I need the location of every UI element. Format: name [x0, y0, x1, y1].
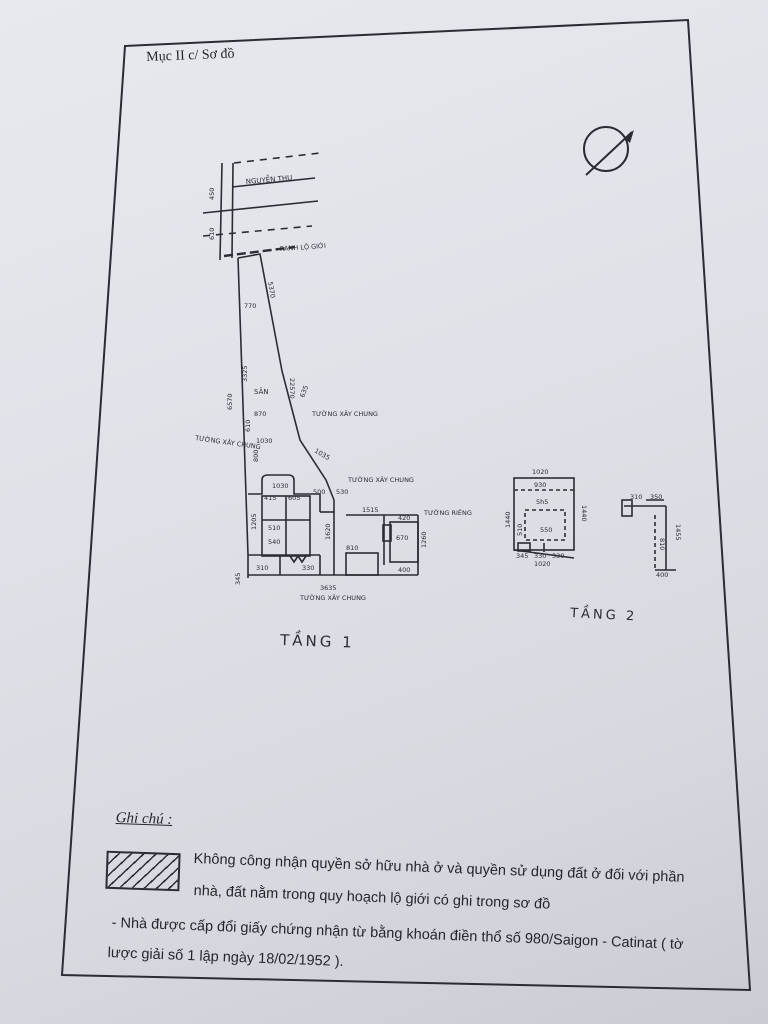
dimension-label: 1035	[313, 447, 331, 462]
dimension-label: 330	[534, 552, 546, 560]
notes-heading: Ghi chú :	[115, 810, 173, 828]
floor-2-plan	[513, 477, 575, 559]
dimension-label: 450	[208, 188, 216, 200]
dimension-label: 330	[552, 552, 564, 560]
floor-2-label: TẦNG 2	[569, 604, 638, 625]
hatched-legend-swatch	[105, 850, 181, 892]
dimension-label: 415	[264, 494, 276, 502]
section-heading: Mục II c/ Sơ đồ	[146, 46, 235, 65]
dimension-label: 1440	[580, 505, 588, 522]
dimension-label: 800	[252, 450, 260, 462]
dimension-label: 420	[398, 514, 410, 522]
dimension-label: 870	[254, 410, 266, 418]
dimension-label: 810	[346, 544, 358, 552]
yard-label: SÂN	[254, 387, 269, 396]
dimension-label: 1030	[272, 482, 289, 490]
dimension-label: 1515	[362, 506, 379, 514]
dimension-label: 1260	[420, 531, 428, 548]
dimension-label: 1020	[534, 560, 551, 568]
dimension-label: 310	[630, 493, 642, 501]
page-frame	[60, 18, 752, 992]
dimension-label: 5h5	[536, 498, 548, 506]
dimension-label: 610	[208, 228, 216, 240]
dimension-label: 345	[516, 552, 528, 560]
dimension-label: 1455	[674, 524, 682, 541]
dimension-label: 510	[516, 524, 524, 536]
dimension-label: 400	[398, 566, 410, 574]
dimension-label: 1020	[532, 468, 549, 476]
dimension-label: 550	[540, 526, 552, 534]
dimension-label: 530	[336, 488, 348, 496]
shared-wall-label-left: TƯỜNG XÂY CHUNG	[194, 433, 262, 451]
dimension-label: 350	[650, 493, 662, 501]
street-name-label: NGUYỄN THU	[245, 172, 292, 186]
dimension-label: 3325	[241, 365, 249, 382]
dimension-label: 500	[313, 488, 325, 496]
north-arrow-icon	[583, 126, 634, 176]
dimension-label: 670	[396, 534, 408, 542]
dimension-label: 345	[234, 573, 242, 585]
floor-2-side-plan	[621, 499, 676, 571]
dimension-label: 1030	[256, 437, 273, 445]
lot-boundary	[237, 253, 335, 501]
road-boundary-label: RANH LỘ GIỚI	[280, 241, 327, 253]
dimension-label: 6570	[226, 393, 234, 410]
dimension-label: 540	[268, 538, 280, 546]
private-wall-label: TƯỜNG RIÊNG	[423, 508, 472, 517]
dimension-label: 310	[256, 564, 268, 572]
shared-wall-label-mid: TƯỜNG XÂY CHUNG	[347, 475, 414, 484]
dimension-label: 810	[658, 538, 666, 550]
dimension-label: 610	[244, 420, 252, 432]
shared-wall-label-bottom: TƯỜNG XÂY CHUNG	[299, 593, 366, 602]
dimension-label: 510	[268, 524, 280, 532]
shared-wall-label-top: TƯỜNG XÂY CHUNG	[311, 409, 378, 418]
main-house-outline	[247, 474, 419, 578]
dimension-label: 1440	[504, 511, 512, 528]
dimension-label: 770	[244, 302, 256, 310]
dimension-label: 930	[534, 481, 546, 489]
dimension-label: 1620	[324, 523, 332, 540]
dimension-label: 22570	[288, 378, 296, 399]
floor-1-label: TẦNG 1	[279, 628, 355, 652]
street-lines	[202, 152, 321, 261]
dimension-label: 1205	[250, 513, 258, 530]
road-boundary-line	[223, 245, 296, 258]
dimension-label: 3635	[320, 584, 337, 592]
dimension-label: 330	[302, 564, 314, 572]
lot-left-boundary	[237, 257, 249, 556]
dimension-label: 5370	[266, 281, 277, 299]
dimension-label: 605	[288, 494, 300, 502]
dimension-label: 400	[656, 571, 668, 579]
dimension-label: 635	[298, 384, 310, 398]
